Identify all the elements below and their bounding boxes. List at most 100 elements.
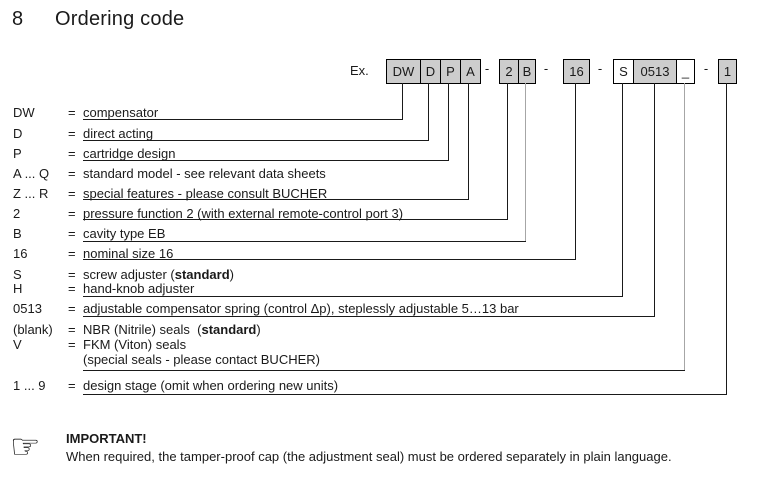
connector-vline [448,83,449,161]
row-code: Z ... R [13,186,49,201]
ordering-row: 2=pressure function 2 (with external rem… [0,206,758,221]
code-box-cell: DW [387,60,420,83]
row-desc: compensator [83,105,159,120]
ordering-row: Z ... R = special features - please consul… [0,186,758,201]
ordering-row: V=FKM (Viton) seals [0,337,758,352]
connector-hline [83,199,469,200]
ordering-row: P = cartridge design [0,146,758,161]
connector-hline [83,219,508,220]
equals-sign: = [68,105,76,120]
section-number: 8 [12,8,24,30]
row-desc: special features - please consult BUCHER [83,186,328,201]
ordering-row: 1 ... 9 = design stage (omit when ordering… [0,378,758,393]
example-label: Ex. [350,63,369,78]
code-box-cell: 16 [564,60,589,83]
ordering-row: B = cavity type EB [0,226,758,241]
code-box-cell: P [440,60,460,83]
connector-vline [468,83,469,200]
pointing-hand-icon: ☞ [10,427,41,467]
code-box-cell: A [460,60,480,83]
row-code: B [13,226,22,241]
page-title: Ordering code [55,8,185,30]
connector-hline [83,296,623,297]
equals-sign: = [68,186,76,201]
connector-vline [575,83,576,260]
equals-sign: = [68,322,76,337]
equals-sign: = [68,126,76,141]
equals-sign: = [68,301,76,316]
note-title: IMPORTANT! [66,431,147,446]
connector-vline [507,83,508,220]
code-separator: - [543,61,549,76]
row-code: 16 [13,246,28,261]
ordering-row: (blank) = NBR (Nitrile) seals (standard) [0,322,758,337]
code-separator: - [703,61,709,76]
row-desc: standard model - see relevant data sheet… [83,166,326,181]
row-desc: cavity type EB [83,226,166,241]
connector-hline [83,241,526,242]
ordering-row: D=direct acting [0,126,758,141]
row-code: 2 [13,206,21,221]
note-text: When required, the tamper-proof cap (the… [66,449,672,464]
connector-hline [83,316,655,317]
connector-vline [428,83,429,141]
connector-vline [654,83,655,317]
row-desc: cartridge design [83,146,176,161]
code-separator: - [484,61,490,76]
row-desc: design stage (omit when ordering new uni… [83,378,339,393]
connector-vline [402,83,403,120]
code-box-group: 16 [563,59,590,84]
row-desc: FKM (Viton) seals [83,337,187,352]
connector-vline [525,83,526,242]
row-code: 1 ... 9 [13,378,46,393]
ordering-row: 0513=adjustable compensator spring (cont… [0,301,758,316]
equals-sign: = [68,267,76,282]
equals-sign: = [68,226,76,241]
ordering-row: H = hand-knob adjuster [0,281,758,296]
row-code: (blank) [13,322,53,337]
code-box-group: 1 [718,59,737,84]
ordering-row: DW = compensator [0,105,758,120]
row-desc: nominal size 16 [83,246,174,261]
equals-sign: = [68,281,76,296]
equals-sign: = [68,146,76,161]
row-desc: hand-knob adjuster [83,281,195,296]
connector-vline [684,83,685,371]
row-code: DW [13,105,35,120]
connector-hline [83,259,576,260]
row-code: V [13,337,22,352]
code-separator: - [597,61,603,76]
code-box-cell: 2 [500,60,518,83]
ordering-row: S = screw adjuster (standard) [0,267,758,282]
row-code: P [13,146,22,161]
row-code: A ... Q [13,166,50,181]
row-desc: screw adjuster (standard) [83,267,234,282]
row-desc: adjustable compensator spring (control Δ… [83,301,519,316]
connector-vline [726,83,727,395]
row-desc: pressure function 2 (with external remot… [83,206,404,221]
row-desc: (special seals - please contact BUCHER) [83,352,320,367]
ordering-row: (special seals - please contact BUCHER) [0,352,758,367]
row-code: S [13,267,22,282]
code-box-cell: B [518,60,535,83]
row-code: D [13,126,23,141]
code-box-cell: 1 [719,60,736,83]
code-box-cell: S [619,64,628,79]
equals-sign: = [68,166,76,181]
ordering-row: A ... Q = standard model - see relevant da… [0,166,758,181]
connector-hline [83,160,449,161]
code-box-cell: _ [676,60,694,83]
code-box-cell: D [420,60,440,83]
connector-hline [83,370,685,371]
code-box-cell: 0513 [633,60,676,83]
row-code: H [13,281,23,296]
row-desc: NBR (Nitrile) seals (standard) [83,322,261,337]
connector-hline [83,394,727,395]
code-box-group: S 0513_ [613,59,695,84]
equals-sign: = [68,378,76,393]
equals-sign: = [68,246,76,261]
connector-hline [83,119,403,120]
